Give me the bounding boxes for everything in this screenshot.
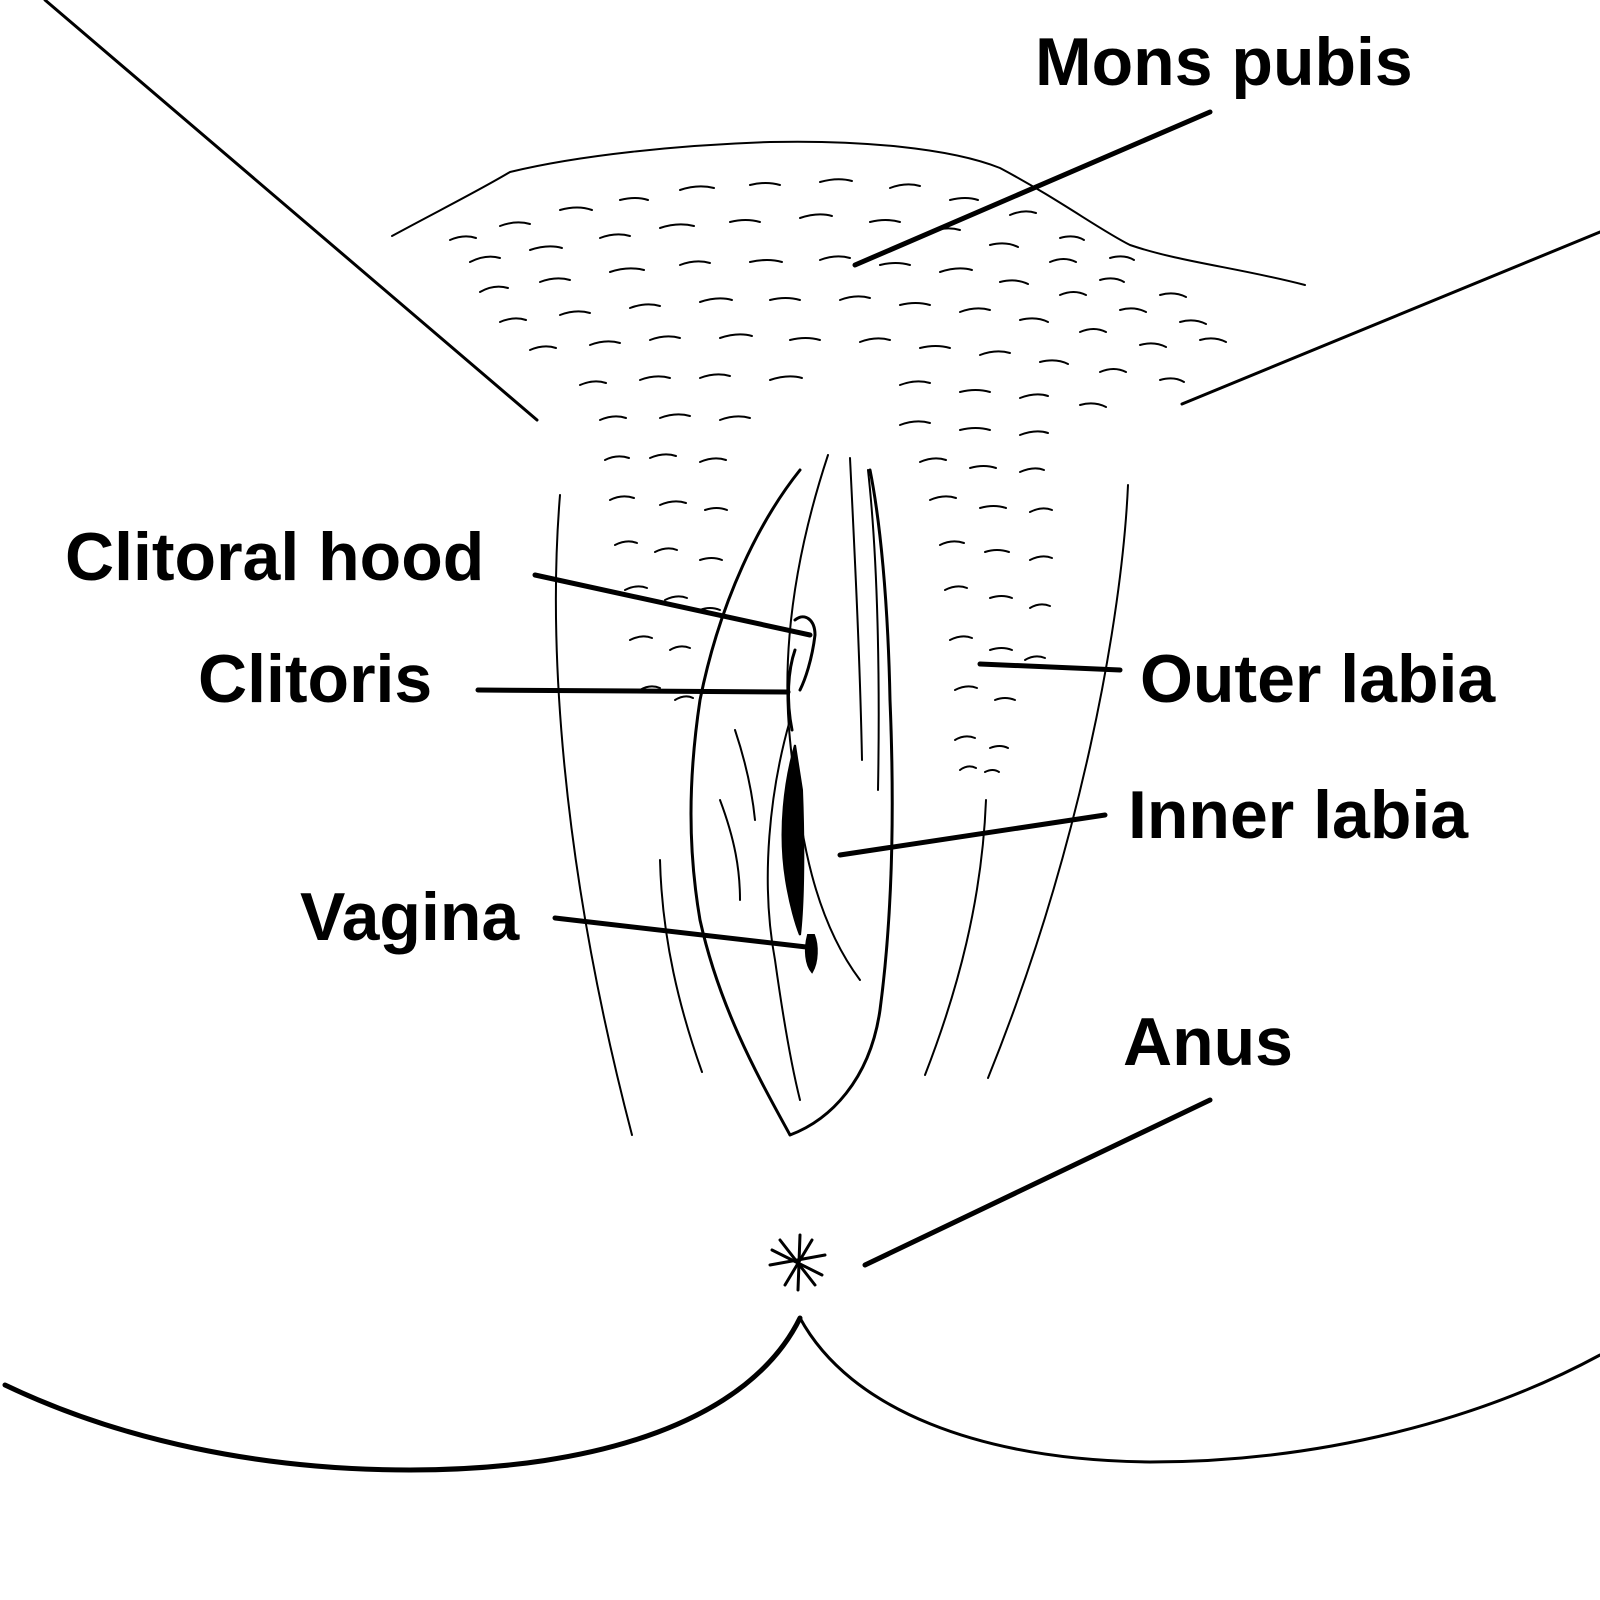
- clitoral-hood-leader: [532, 572, 813, 638]
- vaginal-opening: [781, 744, 805, 936]
- clitoral-hood-shape: [793, 615, 817, 692]
- pubic-hair-strokes: [449, 178, 1227, 773]
- mons-pubis-outline: [391, 140, 1306, 286]
- inner-labia-leader: [837, 812, 1108, 858]
- label-vagina: Vagina: [300, 879, 520, 955]
- outer-labia-outline: [689, 468, 894, 1137]
- right-leg-inner-line: [987, 484, 1129, 1079]
- buttocks-lines: [2, 1315, 1600, 1473]
- label-clitoris: Clitoris: [198, 641, 432, 717]
- clitoris-shape: [786, 648, 797, 732]
- mons-pubis-leader: [852, 109, 1213, 268]
- label-outer-labia: Outer labia: [1140, 641, 1496, 717]
- label-clitoral-hood: Clitoral hood: [65, 519, 484, 595]
- label-anus: Anus: [1123, 1004, 1293, 1080]
- left-fold-line: [659, 859, 703, 1073]
- leader-lines: [475, 109, 1213, 1268]
- anus-leader: [862, 1097, 1213, 1268]
- inner-folds: [719, 454, 880, 1101]
- thigh-lines: [43, 0, 1600, 1136]
- clitoris-leader: [475, 687, 791, 695]
- right-thigh-line: [1180, 230, 1600, 406]
- left-leg-inner-line: [554, 494, 633, 1136]
- left-thigh-line: [43, 0, 539, 422]
- label-mons-pubis: Mons pubis: [1035, 24, 1413, 100]
- right-fold-line: [924, 799, 987, 1076]
- outer-labia-leader: [977, 661, 1123, 673]
- vagina-leader: [552, 915, 818, 951]
- label-inner-labia: Inner labia: [1128, 777, 1469, 853]
- urethral-mark: [804, 934, 818, 974]
- anus-mark: [768, 1233, 827, 1292]
